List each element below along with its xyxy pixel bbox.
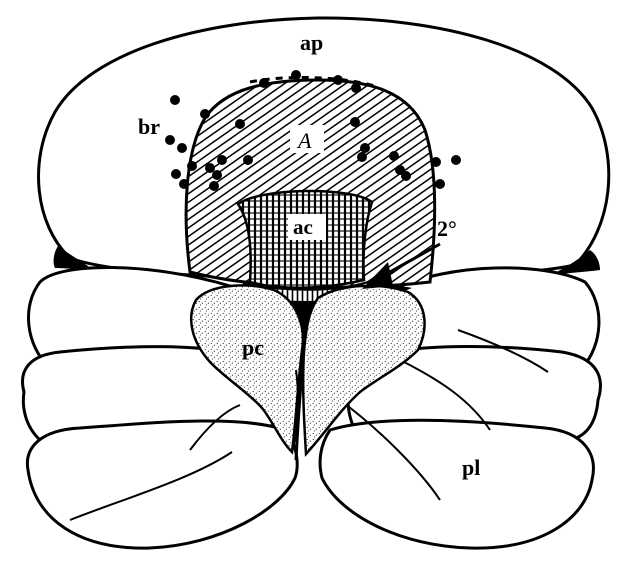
label-ac: ac xyxy=(293,215,313,239)
bottle-cell-dot xyxy=(431,157,441,167)
bottle-cell-dot xyxy=(187,161,197,171)
label-a: A xyxy=(296,128,312,153)
bottle-cell-dot xyxy=(235,119,245,129)
label-pl: pl xyxy=(462,455,480,480)
bottle-cell-dot xyxy=(171,169,181,179)
bottle-cell-dot xyxy=(451,155,461,165)
bottle-cell-dot xyxy=(350,117,360,127)
bottle-cell-dot xyxy=(165,135,175,145)
bottle-cell-dot xyxy=(170,95,180,105)
bottle-cell-dot xyxy=(217,155,227,165)
bottle-cell-dot xyxy=(389,151,399,161)
bottle-cell-dot xyxy=(205,163,215,173)
label-pc: pc xyxy=(242,335,264,360)
bottle-cell-dot xyxy=(401,171,411,181)
bottle-cell-dot xyxy=(333,75,343,85)
bottle-cell-dot xyxy=(209,181,219,191)
label-secondary: 2° xyxy=(437,216,457,241)
bottle-cell-dot xyxy=(291,70,301,80)
bottle-cell-dot xyxy=(177,143,187,153)
label-br: br xyxy=(138,114,160,139)
left-lower-lobe-bottom xyxy=(27,421,297,548)
bottle-cell-dot xyxy=(200,109,210,119)
label-ap: ap xyxy=(300,30,323,55)
bottle-cell-dot xyxy=(351,83,361,93)
right-lower-lobe-bottom xyxy=(320,420,593,548)
bottle-cell-dot xyxy=(179,179,189,189)
bottle-cell-dot xyxy=(360,143,370,153)
bottle-cell-dot xyxy=(357,152,367,162)
bottle-cell-dot xyxy=(259,78,269,88)
bottle-cell-dot xyxy=(243,155,253,165)
bottle-cell-dot xyxy=(435,179,445,189)
